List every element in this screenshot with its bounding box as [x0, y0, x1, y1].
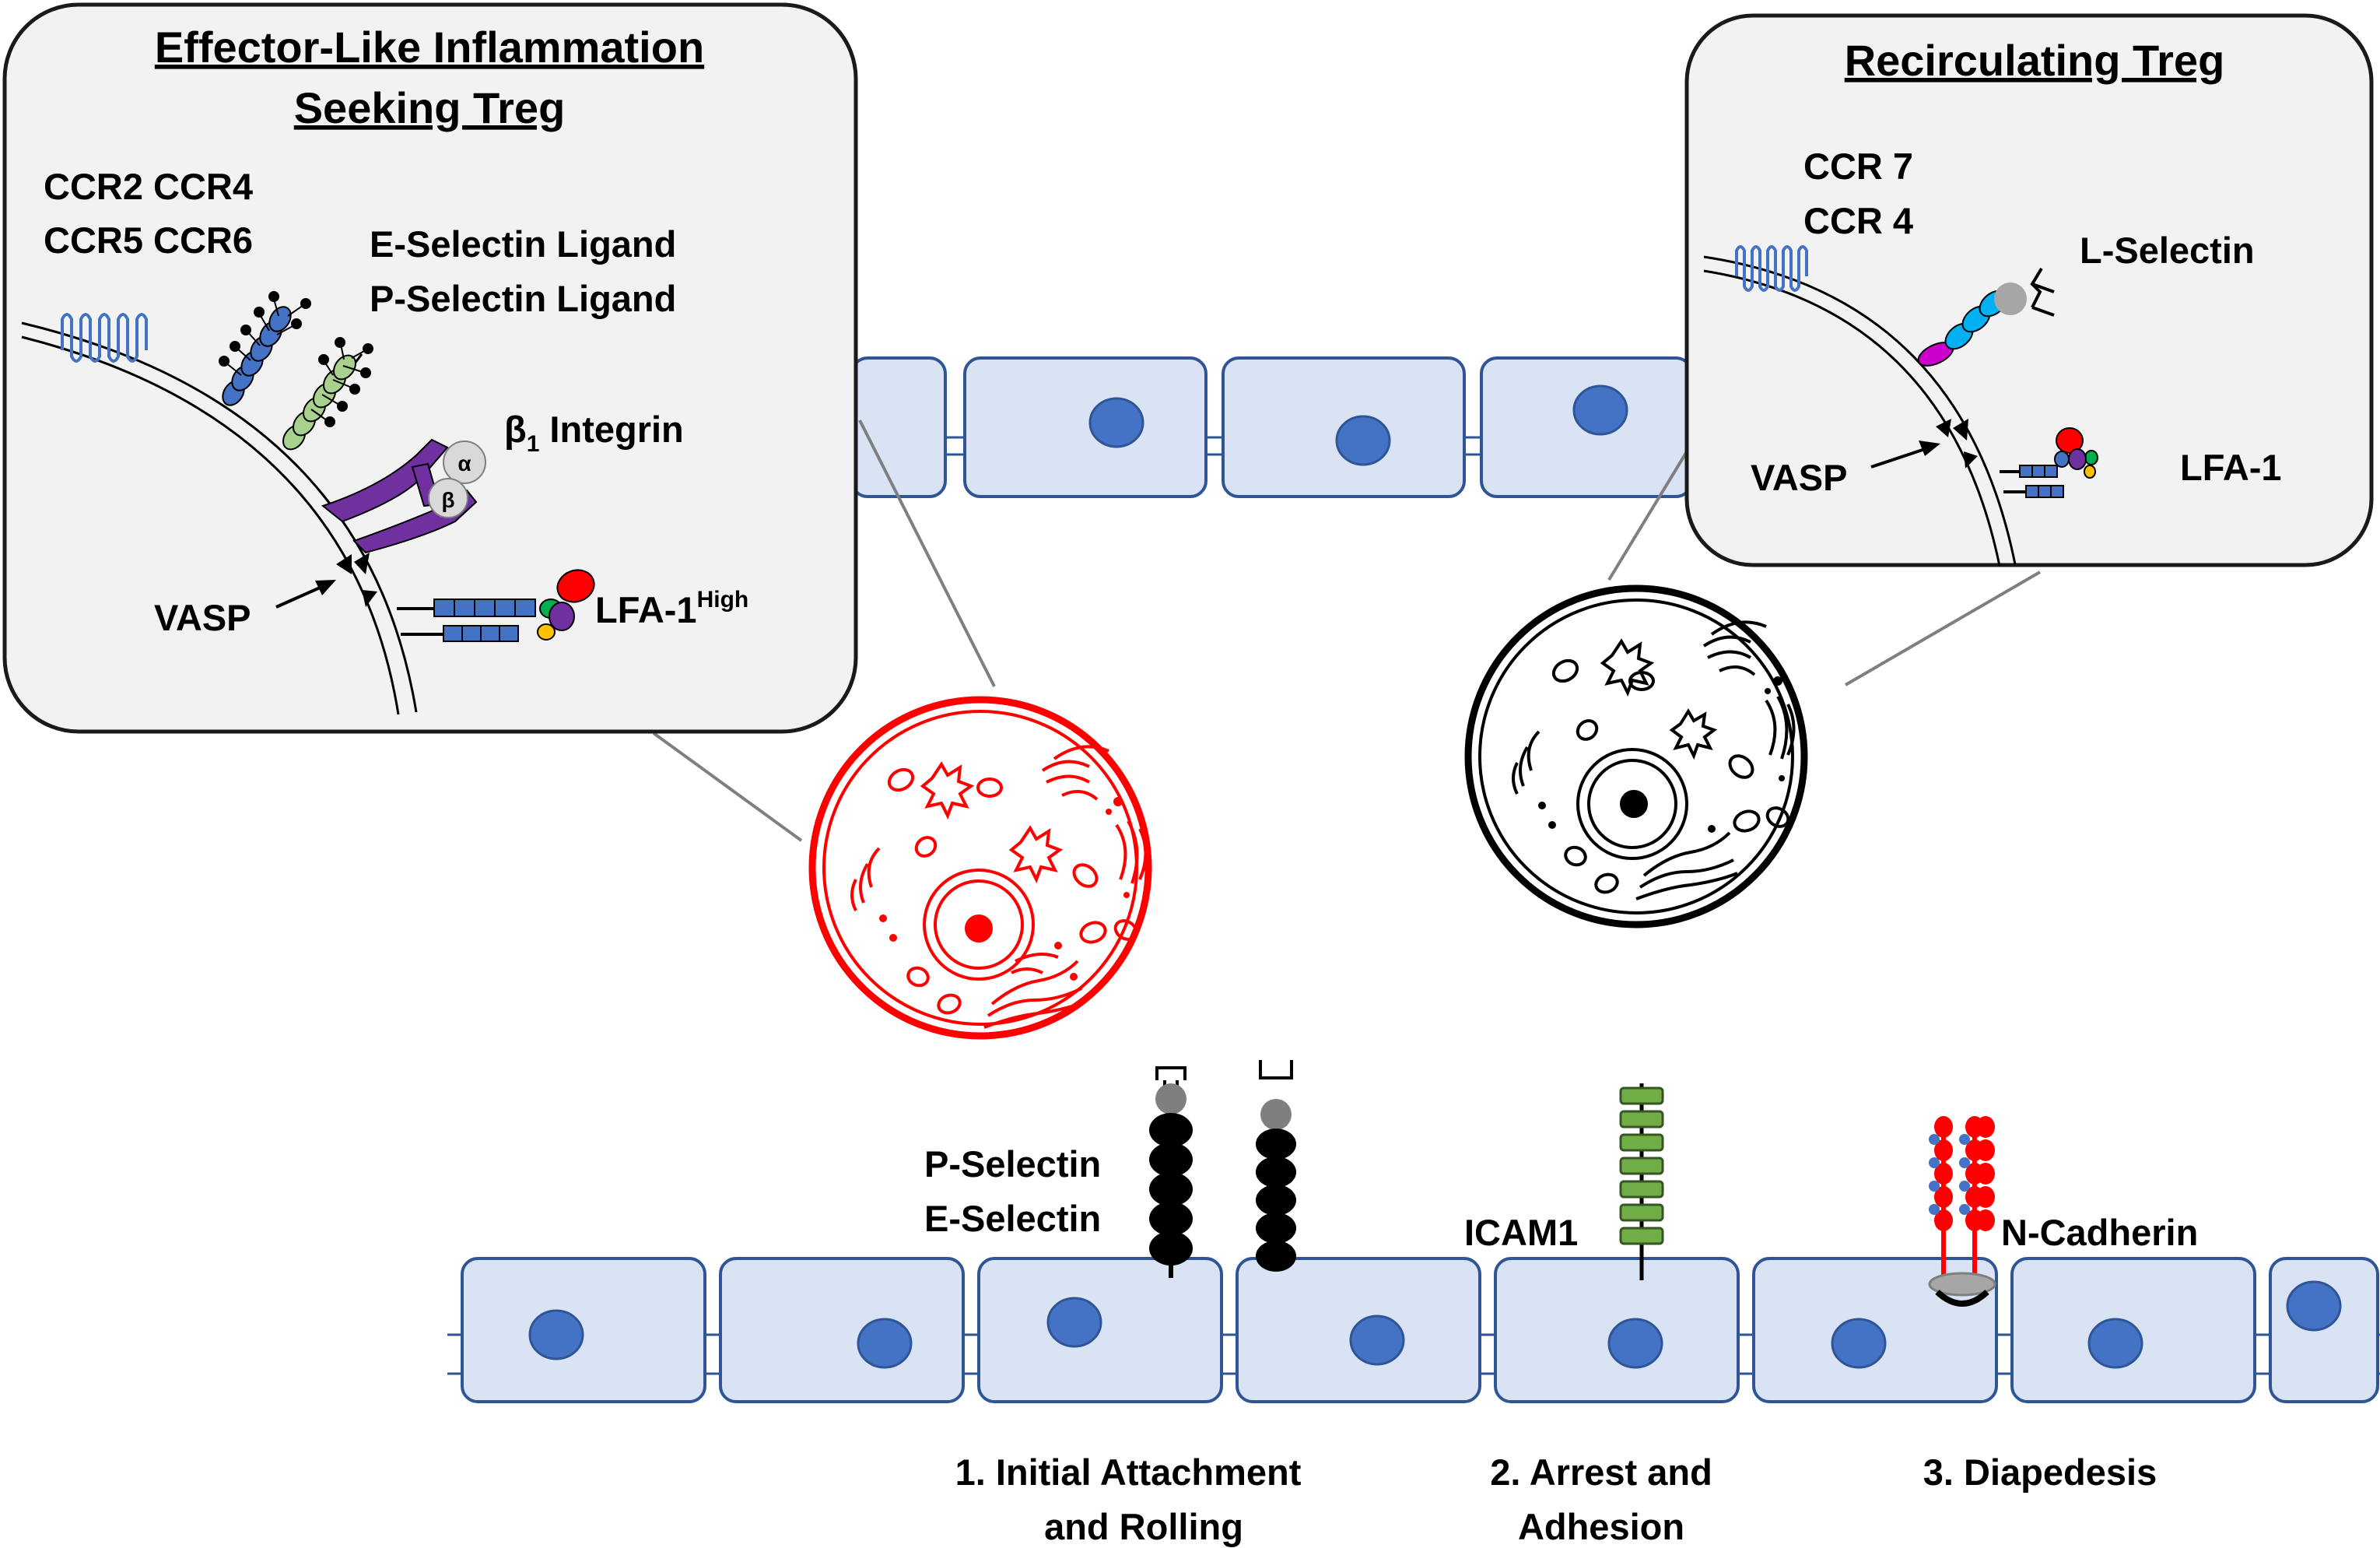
- beta1-integrin-icon: α β: [321, 438, 486, 554]
- alpha-subunit-label: α: [457, 451, 471, 476]
- endothelial-cell: [461, 1257, 706, 1403]
- p-selectin-label: P-Selectin: [924, 1143, 1101, 1185]
- nucleus: [1046, 1297, 1102, 1348]
- n-cadherin-label: N-Cadherin: [2001, 1212, 2198, 1253]
- chemokine-receptors-line1: CCR2 CCR4: [44, 166, 253, 207]
- vasp-actin-icon: [1936, 419, 1978, 469]
- beta1-integrin-label: β1 Integrin: [504, 409, 684, 457]
- lfa1-high-label: LFA-1High: [595, 587, 748, 630]
- vasp-arrow-icon: [1870, 441, 1940, 469]
- ccr4-label: CCR 4: [1803, 200, 1913, 241]
- e-selectin-ligand-label: E-Selectin Ligand: [370, 223, 676, 265]
- vasp-label-left: VASP: [154, 597, 251, 638]
- vasp-actin-icon: [336, 553, 377, 607]
- right-zoom-panel: Recirculating Treg CCR 7 CCR 4 L-Selecti…: [1684, 13, 2374, 567]
- vasp-arrow-icon: [275, 580, 336, 609]
- nucleus: [1607, 1318, 1663, 1369]
- lfa1-high-icon: [397, 569, 595, 642]
- nucleus: [528, 1309, 584, 1360]
- left-panel-title-line1: Effector-Like Inflammation: [155, 23, 704, 72]
- vasp-label-right: VASP: [1751, 457, 1848, 498]
- endothelial-cell: [719, 1257, 965, 1403]
- step2-label-line2: Adhesion: [1518, 1506, 1684, 1547]
- step3-label: 3. Diapedesis: [1923, 1451, 2157, 1493]
- nucleus: [857, 1318, 913, 1369]
- p-selectin-molecule-icon: [1149, 1066, 1193, 1278]
- top-endothelium: [850, 356, 1696, 498]
- p-selectin-ligand-label: P-Selectin Ligand: [370, 278, 676, 319]
- e-selectin-label: E-Selectin: [924, 1198, 1101, 1239]
- icam1-molecule-icon: [1619, 1083, 1664, 1280]
- nucleus: [1088, 397, 1144, 448]
- cell-membrane-inner: [21, 335, 400, 715]
- right-panel-title: Recirculating Treg: [1845, 36, 2225, 85]
- beta-subunit-label: β: [441, 488, 454, 512]
- lfa1-label: LFA-1: [2180, 447, 2282, 488]
- step1-label-line1: 1. Initial Attachment: [955, 1451, 1302, 1493]
- n-cadherin-molecule-icon: [1928, 1116, 1996, 1307]
- endothelial-cell: [2269, 1257, 2379, 1403]
- nucleus: [1831, 1318, 1887, 1369]
- left-zoom-panel: Effector-Like Inflammation Seeking Treg …: [2, 2, 858, 734]
- bottom-endothelium: [447, 1257, 2380, 1403]
- lfa1-icon: [2000, 427, 2098, 498]
- nucleus: [1349, 1315, 1405, 1366]
- endothelial-cell: [963, 356, 1208, 498]
- chemokine-receptor-icon: [61, 313, 148, 363]
- icam1-label: ICAM1: [1464, 1212, 1578, 1253]
- nucleus: [1335, 415, 1391, 466]
- cell-membrane-outer: [21, 321, 418, 713]
- e-selectin-molecule-icon: [1256, 1060, 1296, 1272]
- l-selectin-label: L-Selectin: [2080, 230, 2255, 271]
- p-selectin-ligand-icon: [282, 337, 373, 451]
- e-selectin-ligand-icon: [219, 291, 311, 406]
- recirculating-treg-cell: [1464, 584, 1808, 928]
- ccr7-label: CCR 7: [1803, 146, 1913, 187]
- chemokine-receptor-icon: [1735, 245, 1808, 292]
- step2-label-line1: 2. Arrest and: [1490, 1451, 1712, 1493]
- nucleus: [2286, 1280, 2342, 1332]
- cell-membrane-outer: [1703, 255, 2017, 565]
- endothelial-cell: [850, 356, 947, 498]
- nucleus: [2087, 1318, 2143, 1369]
- nucleus: [1572, 384, 1628, 436]
- left-panel-title-line2: Seeking Treg: [294, 83, 566, 132]
- l-selectin-icon: [1917, 267, 2055, 367]
- step1-label-line2: and Rolling: [1044, 1506, 1243, 1547]
- inflammation-seeking-treg-cell: [808, 696, 1152, 1040]
- chemokine-receptors-line2: CCR5 CCR6: [44, 219, 253, 261]
